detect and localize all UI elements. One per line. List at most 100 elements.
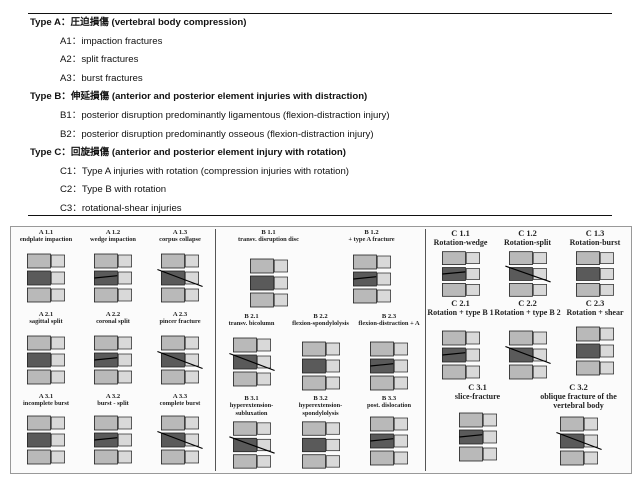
posterior-element xyxy=(256,422,271,435)
vertebral-body xyxy=(441,251,466,265)
vertebral-body xyxy=(232,421,257,436)
posterior-element xyxy=(325,376,340,390)
posterior-element xyxy=(393,376,408,390)
fracture-line xyxy=(504,345,551,365)
cell-label: incomplete burst xyxy=(23,400,69,408)
posterior-element xyxy=(532,365,547,379)
vertebral-body xyxy=(160,335,185,351)
posterior-element xyxy=(117,433,132,447)
posterior-element xyxy=(50,370,65,384)
posterior-element xyxy=(117,416,132,430)
cell-label: burst - split xyxy=(97,400,129,408)
cell-label: Rotation + type B 1 xyxy=(427,308,494,317)
vertebral-body xyxy=(160,270,185,286)
fracture-line xyxy=(441,352,466,356)
cell-code: A 3.3 xyxy=(172,393,188,400)
fracture-line xyxy=(555,431,602,451)
vertebra-sketch xyxy=(301,341,340,391)
cell-label: hyperextension-spondylolysis xyxy=(298,402,343,417)
posterior-element xyxy=(256,455,271,468)
type-b-heading: Type B：伸延損傷 (anterior and posterior elem… xyxy=(30,91,368,103)
cell-label: hyperextension-subluxation xyxy=(229,402,274,417)
posterior-element xyxy=(184,254,199,268)
vertebral-body xyxy=(93,369,118,385)
type-a1-item: A1：impaction fractures xyxy=(60,35,163,47)
type-b1-item: B1：posterior disruption predominantly li… xyxy=(60,109,390,121)
posterior-element xyxy=(256,338,271,352)
fracture-line xyxy=(370,438,394,442)
vertebral-body xyxy=(369,450,394,466)
posterior-element xyxy=(325,438,340,452)
top-rule xyxy=(28,13,612,14)
cell-code: A 2.3 xyxy=(172,311,188,318)
posterior-element xyxy=(184,288,199,302)
cell-code: B 3.3 xyxy=(381,395,397,402)
vertebra-sketch xyxy=(157,415,203,465)
posterior-element xyxy=(393,434,408,448)
vertebral-body xyxy=(369,416,394,432)
cell-code: C 2.2 xyxy=(518,299,537,308)
posterior-element xyxy=(184,416,199,430)
cell-label: post. dislocation xyxy=(366,402,412,410)
fracture-line xyxy=(157,430,203,450)
vertebral-body xyxy=(232,371,257,387)
classification-cell: B 1.2+ type A fracture xyxy=(320,229,423,313)
cell-code: B 3.2 xyxy=(313,395,328,402)
posterior-element xyxy=(465,284,480,296)
vertebral-body xyxy=(232,454,257,469)
vertebra-sketch xyxy=(26,335,65,385)
cell-label: wedge impaction xyxy=(90,236,136,244)
vertebral-body xyxy=(160,369,185,385)
posterior-element xyxy=(117,336,132,350)
cell-code: B 1.2 xyxy=(364,229,379,236)
posterior-element xyxy=(583,417,598,431)
cell-code: A 3.1 xyxy=(38,393,54,400)
vertebral-body xyxy=(441,364,466,380)
vertebral-body xyxy=(369,433,394,449)
posterior-element xyxy=(325,455,340,468)
cell-label: slice-fracture xyxy=(454,392,501,401)
vertebral-body xyxy=(301,375,326,391)
vertebral-body xyxy=(26,335,51,351)
vertebral-body xyxy=(232,437,257,453)
vertebra-sketch xyxy=(352,254,391,304)
vertebra-sketch xyxy=(249,258,288,308)
vertebral-body xyxy=(575,326,600,342)
posterior-element xyxy=(532,284,547,296)
posterior-element xyxy=(50,353,65,367)
vertebral-body xyxy=(93,253,118,269)
posterior-element xyxy=(117,370,132,384)
cell-code: C 1.2 xyxy=(518,229,537,238)
posterior-element xyxy=(256,438,271,452)
vertebra-sketch xyxy=(93,253,132,303)
cell-label: transv. disruption disc xyxy=(238,236,299,244)
posterior-element xyxy=(465,268,480,280)
posterior-element xyxy=(184,370,199,384)
vertebral-body xyxy=(301,421,326,436)
cell-label: Rotation-burst xyxy=(569,238,621,247)
vertebral-body xyxy=(508,267,533,281)
bottom-rule xyxy=(28,215,612,216)
fracture-line xyxy=(228,436,275,454)
type-c2-item: C2：Type B with rotation xyxy=(60,184,167,196)
posterior-element xyxy=(273,293,288,307)
vertebral-body xyxy=(458,429,483,445)
